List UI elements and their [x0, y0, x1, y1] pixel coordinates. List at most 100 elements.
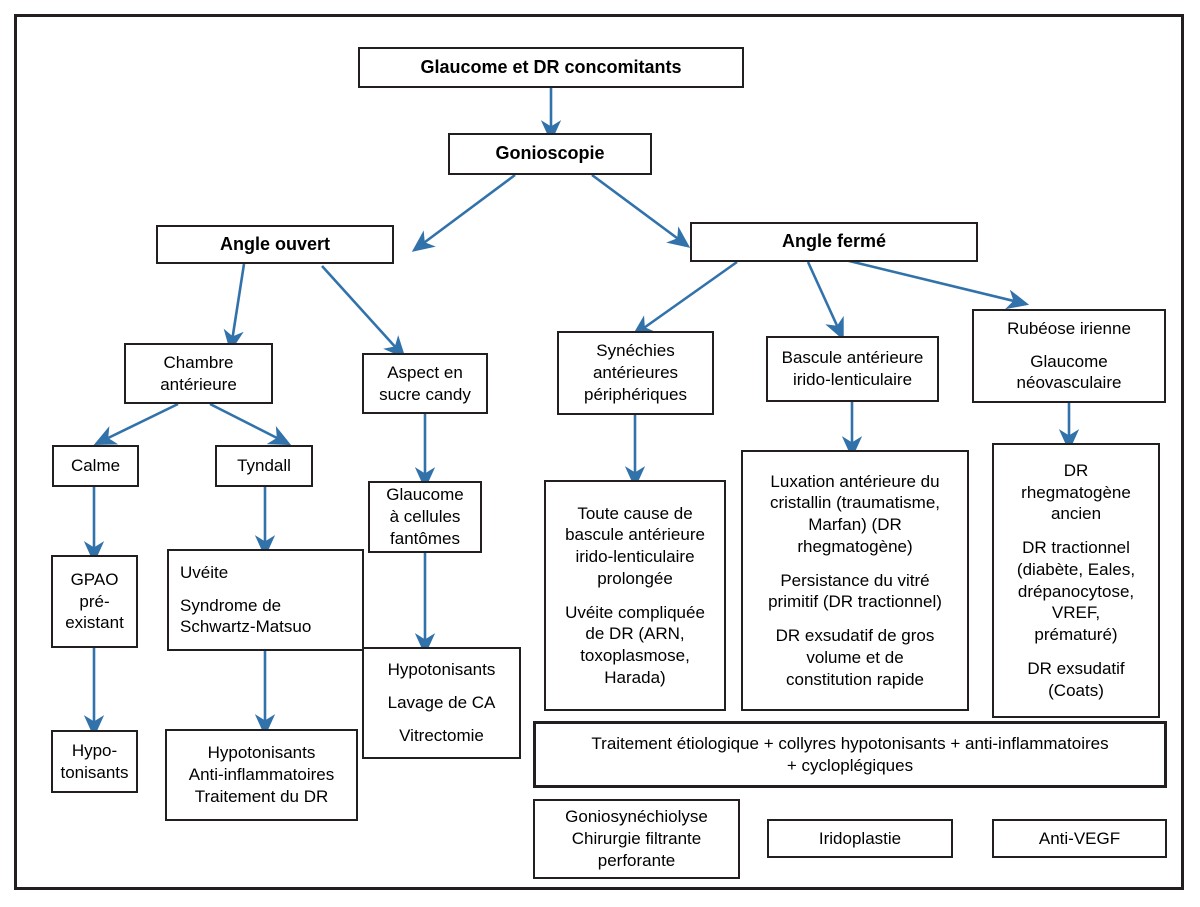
tyndall-label: Tyndall	[237, 456, 291, 476]
uveite-line-3: Schwartz-Matsuo	[180, 617, 312, 637]
node-traitement-global[interactable]: Traitement étiologique + collyres hypoto…	[533, 721, 1167, 788]
cr-p1-l3: ancien	[1050, 504, 1102, 524]
cr-p2-l2: (diabète, Eales,	[1016, 559, 1136, 579]
fantomes-line-1: Glaucome	[386, 485, 464, 505]
traitement-uveite-line-3: Traitement du DR	[194, 786, 329, 806]
node-anti-vegf[interactable]: Anti-VEGF	[992, 819, 1167, 858]
hypo-gauche-line-1: Hypo-	[71, 740, 118, 760]
cr-p1-l2: rhegmatogène	[1021, 482, 1131, 502]
fantomes-line-2: à cellules	[389, 507, 461, 527]
node-traitement-fantomes[interactable]: Hypotonisants Lavage de CA Vitrectomie	[362, 647, 521, 759]
calme-label: Calme	[70, 456, 121, 476]
node-angle-ouvert[interactable]: Angle ouvert	[156, 225, 394, 264]
traitement-fantomes-line-1: Hypotonisants	[387, 660, 496, 680]
cb-p2-l1: Persistance du vitré	[780, 570, 930, 590]
node-gpao[interactable]: GPAO pré- existant	[51, 555, 138, 648]
node-angle-ouvert-label: Angle ouvert	[219, 233, 330, 254]
node-aspect-sucre-candy[interactable]: Aspect en sucre candy	[362, 353, 488, 414]
traitement-fantomes-line-3: Vitrectomie	[399, 725, 484, 745]
diagram-frame	[14, 14, 1184, 890]
node-uveite-schwartz[interactable]: Uvéite Syndrome de Schwartz-Matsuo	[167, 549, 364, 651]
uveite-line-1: Uvéite	[180, 562, 229, 582]
causes-rubeose-para-3: DR exsudatif (Coats)	[999, 658, 1153, 702]
node-causes-bascule[interactable]: Luxation antérieure du cristallin (traum…	[741, 450, 969, 711]
cs-p1-l2: bascule antérieure	[565, 525, 705, 545]
cb-p3-l1: DR exsudatif de gros	[775, 626, 935, 646]
synechies-line-1: Synéchies	[596, 341, 675, 361]
traitement-fantomes-line-2: Lavage de CA	[387, 693, 496, 713]
cs-p2-l2: de DR (ARN,	[585, 624, 685, 644]
causes-bascule-para-3: DR exsudatif de gros volume et de consti…	[748, 625, 962, 690]
fantomes-line-3: fantômes	[390, 528, 460, 548]
node-chambre-anterieure[interactable]: Chambre antérieure	[124, 343, 273, 404]
causes-bascule-para-1: Luxation antérieure du cristallin (traum…	[748, 471, 962, 558]
node-causes-synechies[interactable]: Toute cause de bascule antérieure irido-…	[544, 480, 726, 711]
cr-p2-l3: drépanocytose,	[1017, 581, 1135, 601]
chambre-line-1: Chambre	[163, 352, 234, 372]
gpao-line-1: GPAO	[70, 569, 119, 589]
causes-synechies-para-1: Toute cause de bascule antérieure irido-…	[551, 503, 719, 590]
bascule-line-1: Bascule antérieure	[781, 348, 924, 368]
cr-p3-l1: DR exsudatif	[1027, 658, 1125, 678]
node-glaucome-cellules-fantomes[interactable]: Glaucome à cellules fantômes	[368, 481, 482, 553]
node-root-label: Glaucome et DR concomitants	[420, 56, 682, 77]
causes-rubeose-para-2: DR tractionnel (diabète, Eales, drépanoc…	[999, 537, 1153, 646]
anti-vegf-label: Anti-VEGF	[1038, 828, 1121, 848]
cs-p1-l4: prolongée	[597, 568, 673, 588]
hypo-gauche-line-2: tonisants	[60, 762, 129, 782]
cs-p1-l1: Toute cause de	[577, 503, 693, 523]
cs-p1-l3: irido-lenticulaire	[575, 547, 695, 566]
node-angle-ferme-label: Angle fermé	[781, 231, 887, 252]
gpao-line-3: existant	[65, 613, 124, 633]
synechies-line-3: périphériques	[583, 384, 687, 404]
node-angle-ferme[interactable]: Angle fermé	[690, 222, 978, 262]
node-calme[interactable]: Calme	[52, 445, 139, 487]
rubeose-line-3: néovasculaire	[1016, 373, 1122, 393]
cb-p1-l4: rhegmatogène)	[797, 536, 913, 556]
node-gonioscopie-label: Gonioscopie	[495, 143, 605, 164]
node-synechies[interactable]: Synéchies antérieures périphériques	[557, 331, 714, 415]
aspect-line-2: sucre candy	[379, 384, 471, 404]
traitement-global-line-1: Traitement étiologique + collyres hypoto…	[591, 733, 1109, 753]
node-rubeose[interactable]: Rubéose irienne Glaucome néovasculaire	[972, 309, 1166, 403]
cb-p1-l1: Luxation antérieure du	[770, 471, 940, 491]
node-goniosynechiolyse[interactable]: Goniosynéchiolyse Chirurgie filtrante pe…	[533, 799, 740, 879]
iridoplastie-label: Iridoplastie	[818, 828, 902, 848]
causes-synechies-para-2: Uvéite compliquée de DR (ARN, toxoplasmo…	[551, 602, 719, 689]
synechies-line-2: antérieures	[592, 363, 679, 383]
node-gonioscopie[interactable]: Gonioscopie	[448, 133, 652, 175]
cb-p1-l3: Marfan) (DR	[808, 515, 902, 535]
node-hypotonisants-gauche[interactable]: Hypo- tonisants	[51, 730, 138, 793]
chambre-line-2: antérieure	[160, 374, 237, 394]
gonio-line-3: perforante	[597, 850, 676, 870]
traitement-global-line-2: + cycloplégiques	[786, 755, 914, 775]
node-bascule-anterieure[interactable]: Bascule antérieure irido-lenticulaire	[766, 336, 939, 402]
cs-p2-l4: Harada)	[604, 667, 666, 687]
cr-p2-l4: VREF,	[1051, 603, 1101, 623]
cr-p2-l1: DR tractionnel	[1022, 538, 1130, 557]
aspect-line-1: Aspect en	[387, 362, 463, 382]
cr-p1-l1: DR	[1063, 460, 1089, 480]
cb-p2-l2: primitif (DR tractionnel)	[768, 592, 942, 612]
causes-bascule-para-2: Persistance du vitré primitif (DR tracti…	[748, 570, 962, 614]
cb-p3-l3: constitution rapide	[786, 669, 924, 689]
cr-p3-l2: (Coats)	[1048, 680, 1104, 700]
cb-p1-l2: cristallin (traumatisme,	[769, 493, 941, 513]
cb-p3-l2: volume et de	[806, 647, 904, 667]
gpao-line-2: pré-	[79, 591, 110, 611]
node-causes-rubeose[interactable]: DR rhegmatogène ancien DR tractionnel (d…	[992, 443, 1160, 718]
node-tyndall[interactable]: Tyndall	[215, 445, 313, 487]
uveite-line-2: Syndrome de	[180, 595, 282, 615]
node-iridoplastie[interactable]: Iridoplastie	[767, 819, 953, 858]
traitement-uveite-line-1: Hypotonisants	[207, 743, 316, 763]
rubeose-line-2: Glaucome	[1030, 351, 1108, 371]
cs-p2-l3: toxoplasmose,	[580, 646, 690, 665]
cr-p2-l5: prématuré)	[1034, 625, 1118, 644]
traitement-uveite-line-2: Anti-inflammatoires	[188, 765, 335, 785]
bascule-line-2: irido-lenticulaire	[792, 370, 913, 389]
cs-p2-l1: Uvéite compliquée	[565, 602, 705, 622]
node-traitement-uveite[interactable]: Hypotonisants Anti-inflammatoires Traite…	[165, 729, 358, 821]
gonio-line-2: Chirurgie filtrante	[571, 829, 702, 849]
node-root[interactable]: Glaucome et DR concomitants	[358, 47, 744, 88]
